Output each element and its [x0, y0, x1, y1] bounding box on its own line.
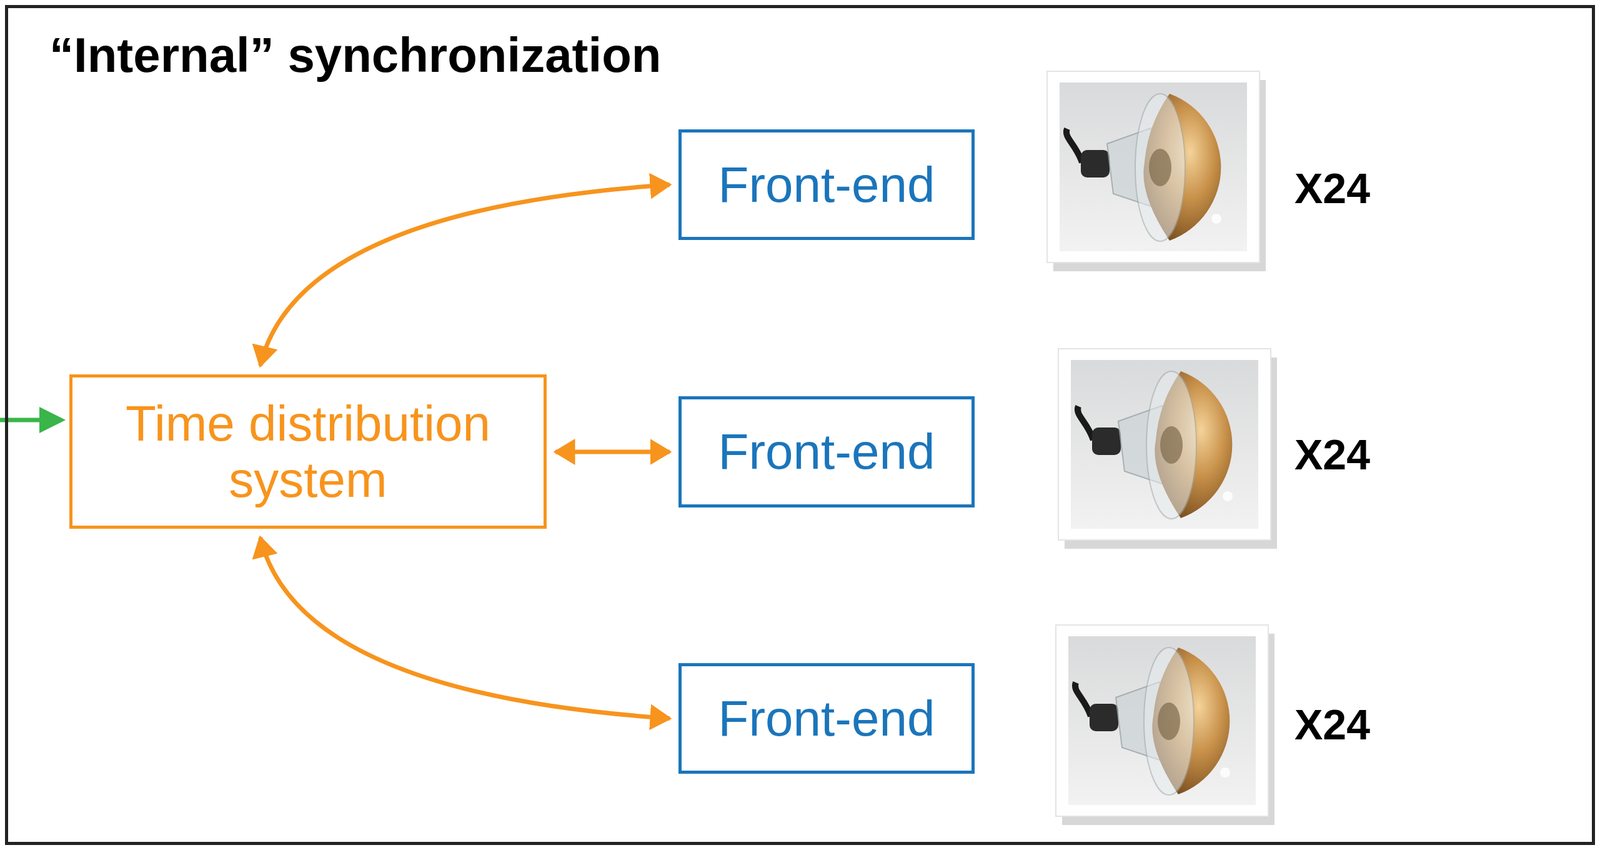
box-label: Front-end	[718, 156, 936, 214]
count-label: X24	[1294, 429, 1371, 479]
pmt-photo	[1055, 624, 1275, 825]
sync-link	[260, 184, 670, 367]
front-end-box: Front-end	[678, 396, 975, 508]
front-end-box: Front-end	[678, 662, 975, 774]
front-end-box: Front-end	[678, 129, 975, 240]
box-label: Time distribution system	[93, 395, 523, 508]
input-arrow	[0, 417, 62, 423]
sync-link	[260, 537, 670, 719]
pmt-photo	[1047, 71, 1266, 272]
pmt-photo	[1058, 348, 1278, 549]
count-label: X24	[1294, 699, 1371, 749]
sync-link	[555, 449, 670, 455]
box-label: Front-end	[718, 690, 936, 747]
frame-title: “Internal” synchronization	[49, 26, 661, 84]
box-label: Front-end	[718, 423, 936, 480]
time-distribution-box: Time distribution system	[69, 374, 547, 529]
count-label: X24	[1294, 163, 1371, 213]
